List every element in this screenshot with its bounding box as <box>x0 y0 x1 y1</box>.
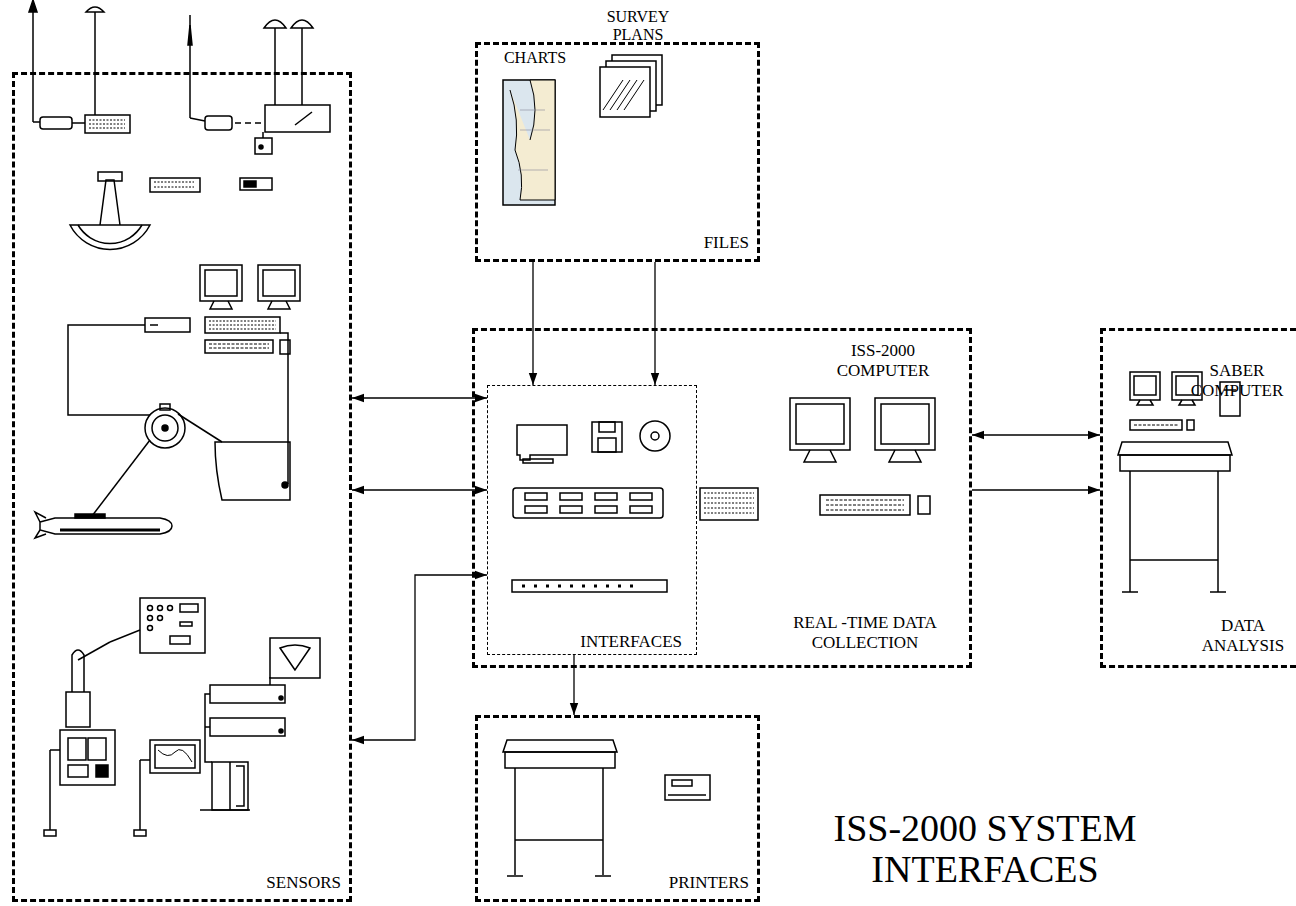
group-label: FILES <box>704 233 749 253</box>
group-label: DATA ANALYSIS <box>1191 616 1295 655</box>
group-box: FILES <box>475 42 760 262</box>
group-box: SENSORS <box>12 72 352 902</box>
group-label: PRINTERS <box>669 873 749 893</box>
group-box: SABER COMPUTER DATA ANALYSIS <box>1100 328 1296 668</box>
group-label: INTERFACES <box>580 632 682 652</box>
data-link-arrow <box>532 262 533 385</box>
item-label: SURVEY PLANS <box>598 8 678 43</box>
group-label: ISS-2000 COMPUTER <box>823 341 943 380</box>
interfaces-group: INTERFACES <box>487 385 697 655</box>
data-link-arrow <box>654 262 655 385</box>
group-label: REAL -TIME DATA COLLECTION <box>765 613 965 652</box>
data-link-arrow <box>352 575 487 740</box>
group-label: SABER COMPUTER <box>1181 361 1293 400</box>
item-label: CHARTS <box>500 49 570 67</box>
data-link-arrow <box>352 489 487 490</box>
data-link-arrow <box>352 397 487 398</box>
group-label: SENSORS <box>266 873 341 893</box>
data-link-arrow <box>972 434 1100 435</box>
group-box: PRINTERS <box>475 715 760 902</box>
data-link-arrow <box>972 489 1100 490</box>
data-link-arrow <box>573 655 574 715</box>
group-box: ISS-2000 COMPUTER REAL -TIME DATA COLLECT… <box>472 328 972 668</box>
diagram-title: ISS-2000 SYSTEM INTERFACES <box>820 808 1150 890</box>
